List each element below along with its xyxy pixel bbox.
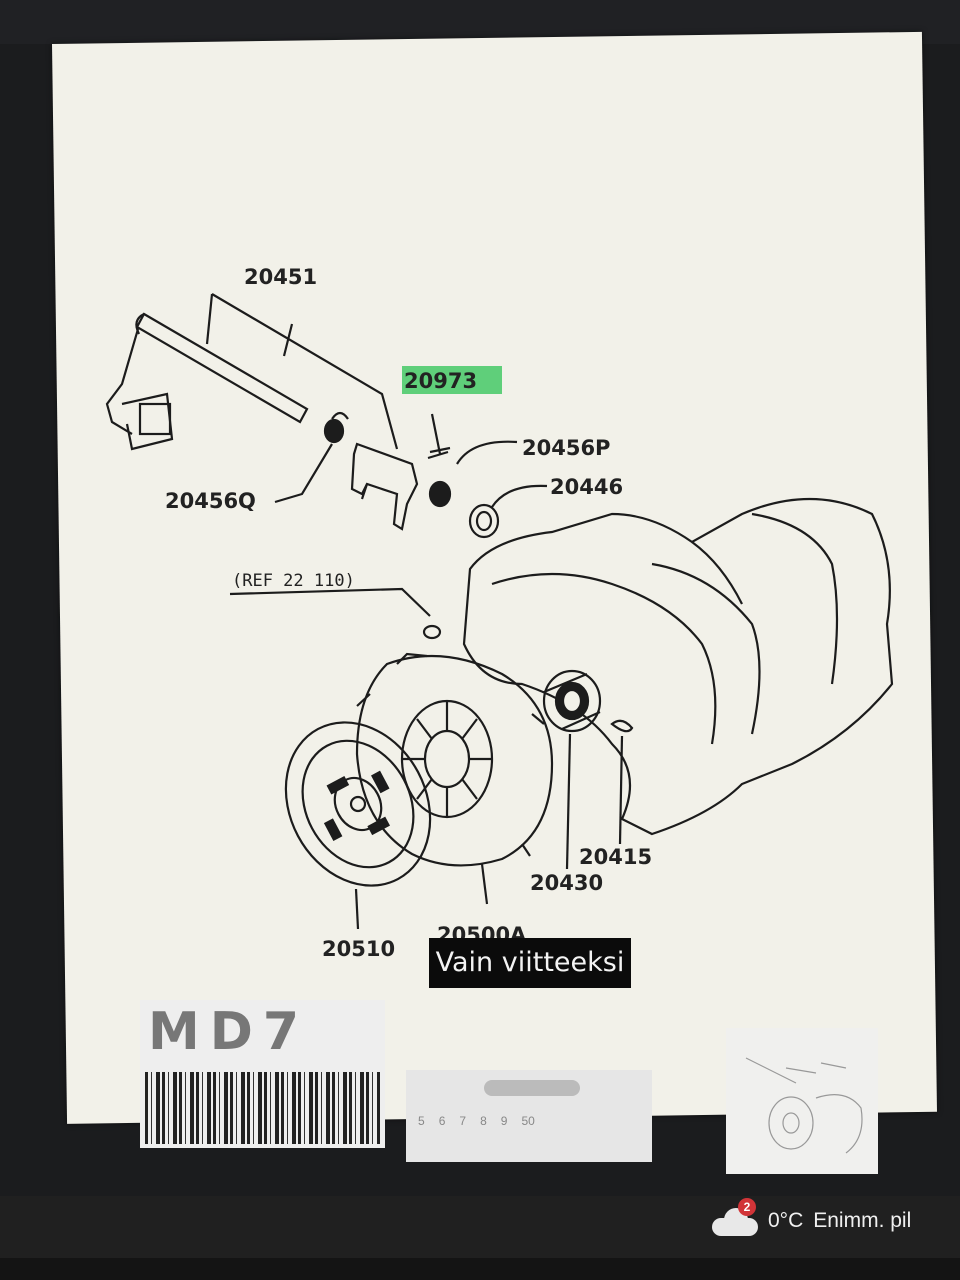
label-20456Q: 20456Q bbox=[165, 489, 256, 513]
bush-p bbox=[428, 480, 452, 508]
barcode-thumbnail[interactable]: MD7 bbox=[140, 1000, 385, 1148]
clip bbox=[610, 719, 634, 733]
ruler-thumbnail[interactable]: 5 6 7 8 9 50 bbox=[406, 1070, 652, 1162]
cloud-icon: 2 bbox=[712, 1198, 758, 1236]
clutch-disc bbox=[284, 721, 432, 887]
diagram-thumbnail-image bbox=[745, 1057, 863, 1154]
release-fork bbox=[350, 442, 419, 531]
seal bbox=[468, 503, 500, 539]
barcode-label: MD7 bbox=[148, 1002, 310, 1062]
notification-badge: 2 bbox=[738, 1198, 756, 1216]
label-20973: 20973 bbox=[404, 369, 477, 393]
label-20415: 20415 bbox=[579, 845, 652, 869]
blurred-label bbox=[484, 1080, 580, 1096]
taskbar: 2 0°C Enimm. pil bbox=[0, 1196, 960, 1258]
ruler-number: 9 bbox=[500, 1114, 508, 1128]
forecast-text: Enimm. pil bbox=[813, 1209, 912, 1232]
ruler-scale: 5 6 7 8 9 50 bbox=[418, 1114, 650, 1134]
label-20451: 20451 bbox=[244, 265, 317, 289]
label-20510: 20510 bbox=[322, 937, 395, 961]
label-20446: 20446 bbox=[550, 475, 623, 499]
diagram-thumbnail[interactable] bbox=[726, 1028, 878, 1174]
reference-only-tooltip: Vain viitteeksi bbox=[429, 938, 631, 988]
release-shaft bbox=[105, 293, 399, 451]
bolt bbox=[427, 413, 451, 460]
ruler-number: 7 bbox=[459, 1114, 467, 1128]
highlight-20973 bbox=[402, 366, 502, 394]
ruler-number: 6 bbox=[438, 1114, 446, 1128]
release-bearing bbox=[542, 669, 602, 733]
weather-widget[interactable]: 2 0°C Enimm. pil bbox=[712, 1198, 912, 1236]
bush-q bbox=[323, 418, 345, 444]
ruler-number: 8 bbox=[480, 1114, 487, 1128]
label-ref: (REF 22 110) bbox=[232, 571, 355, 591]
label-20456P: 20456P bbox=[522, 436, 610, 460]
transmission-housing bbox=[462, 497, 894, 836]
label-20430: 20430 bbox=[530, 871, 603, 895]
ruler-number: 5 bbox=[418, 1114, 425, 1128]
barcode-bars bbox=[145, 1072, 380, 1144]
ruler-number: 50 bbox=[521, 1114, 535, 1128]
clutch-parts-diagram: 20451 20973 20456P 20456Q 20446 (REF 22 … bbox=[105, 265, 894, 961]
monitor-bezel-bottom bbox=[0, 1258, 960, 1280]
clutch-cover bbox=[355, 652, 554, 867]
temperature: 0°C bbox=[768, 1209, 804, 1232]
